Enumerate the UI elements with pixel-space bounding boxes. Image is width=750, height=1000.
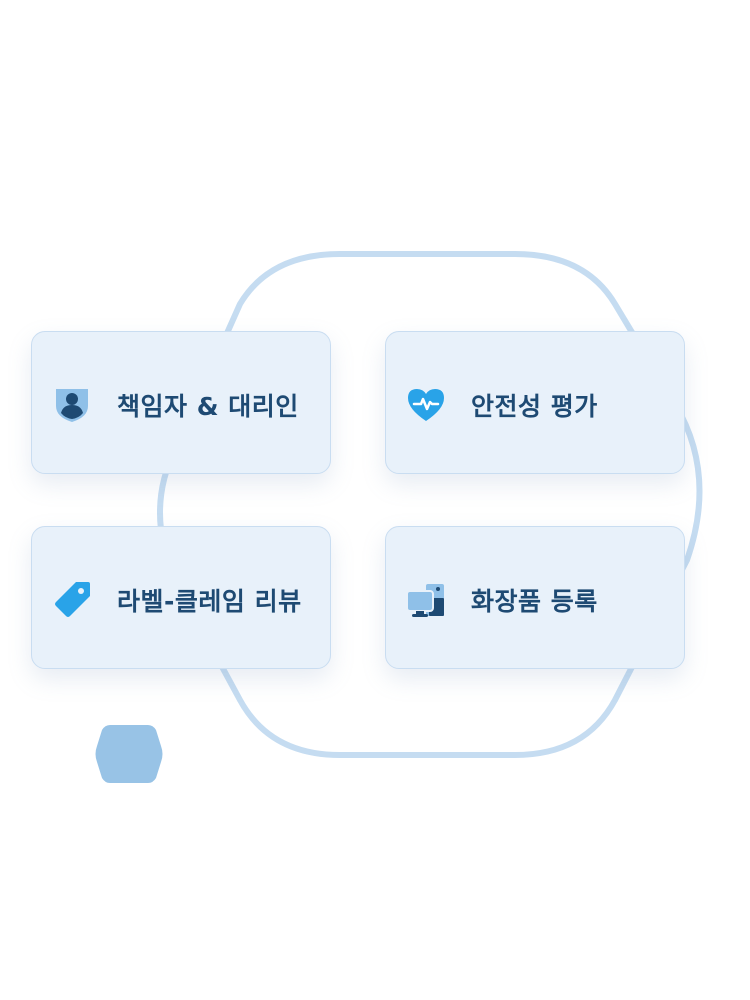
card-responsible-agent[interactable]: 책임자 & 대리인 (31, 331, 331, 474)
card-label: 책임자 & 대리인 (117, 392, 299, 421)
heart-pulse-icon (406, 385, 446, 425)
connector-outline (157, 251, 703, 758)
card-label-claim-review[interactable]: 라벨-클레임 리뷰 (31, 526, 331, 669)
card-safety-assessment[interactable]: 안전성 평가 (385, 331, 685, 474)
card-label: 화장품 등록 (471, 587, 598, 616)
decorative-hexagon (95, 725, 163, 783)
tag-icon (52, 580, 92, 620)
shield-person-icon (52, 385, 92, 425)
card-label: 라벨-클레임 리뷰 (117, 587, 302, 616)
card-label: 안전성 평가 (471, 392, 598, 421)
card-cosmetics-registration[interactable]: 화장품 등록 (385, 526, 685, 669)
computer-devices-icon (406, 580, 446, 620)
